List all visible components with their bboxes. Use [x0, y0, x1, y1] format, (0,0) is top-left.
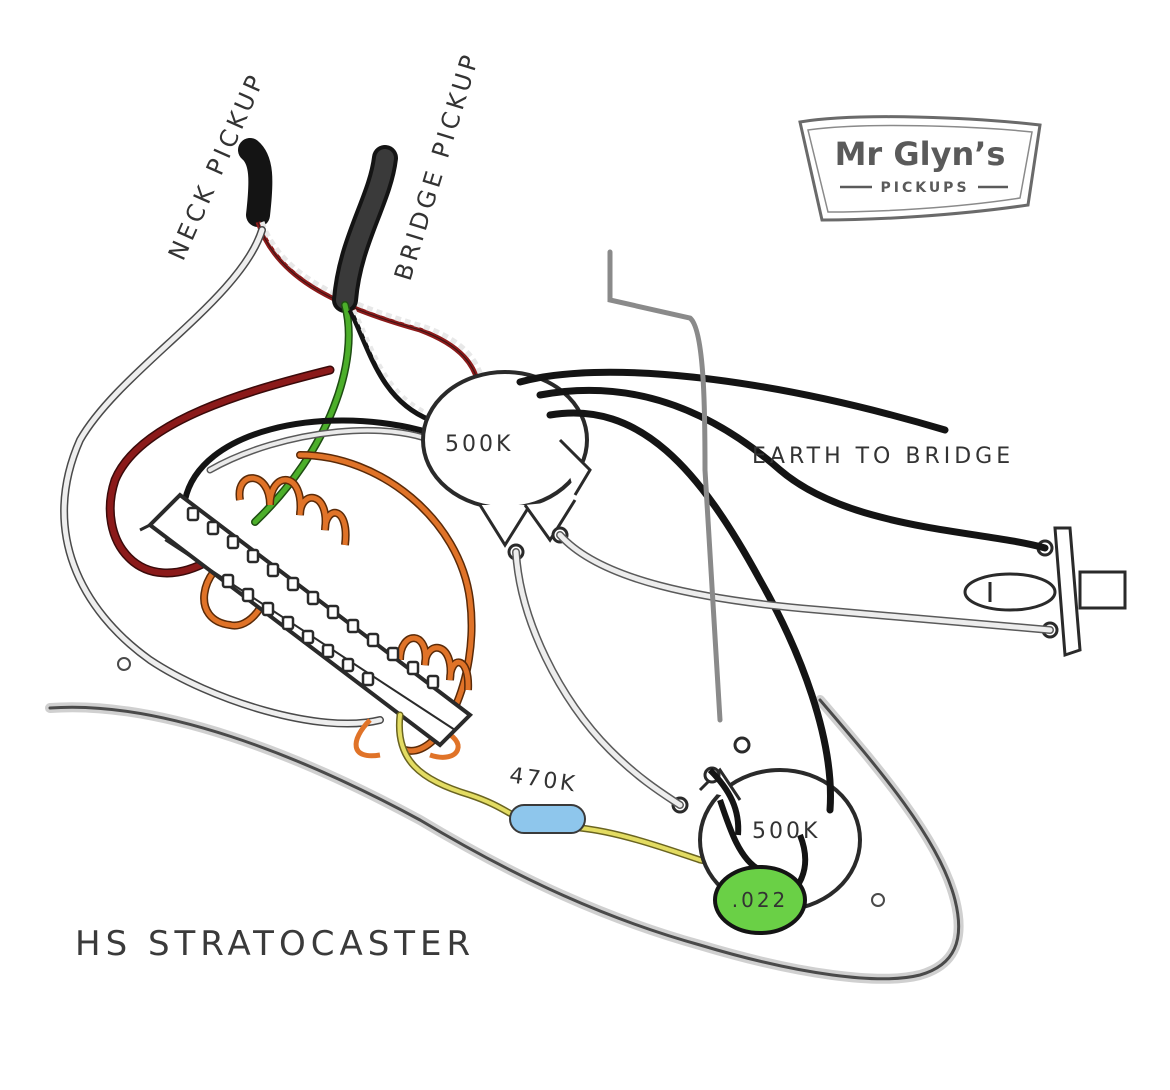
volume-pot-label: 500K — [445, 432, 513, 457]
screw-hole — [871, 893, 885, 907]
logo-sub-text: PICKUPS — [880, 180, 969, 196]
volume-pot — [421, 370, 592, 561]
capacitor — [713, 865, 807, 935]
bridge-pickup-label: BRIDGE PICKUP — [389, 48, 485, 283]
cavity-outline — [607, 249, 723, 723]
black-wires — [516, 368, 1049, 836]
five-way-switch — [139, 492, 474, 748]
diagram-title: HS STRATOCASTER — [75, 924, 475, 964]
earth-to-bridge-label: EARTH TO BRIDGE — [752, 444, 1014, 469]
logo-main-text: Mr Glyn’s — [835, 135, 1006, 173]
bridge-pickup-cable — [251, 145, 435, 526]
screw-hole — [117, 657, 131, 671]
switch-lugs — [186, 506, 440, 690]
pickguard — [45, 657, 964, 984]
brand-logo: Mr Glyn’s PICKUPS — [798, 115, 1042, 222]
tone-pot-label: 500K — [752, 819, 820, 844]
resistor-label: 470K — [508, 763, 579, 797]
neck-pickup-cable — [60, 138, 487, 728]
capacitor-label: .022 — [732, 888, 789, 912]
resistor — [509, 804, 586, 834]
white-wires — [512, 531, 1054, 809]
